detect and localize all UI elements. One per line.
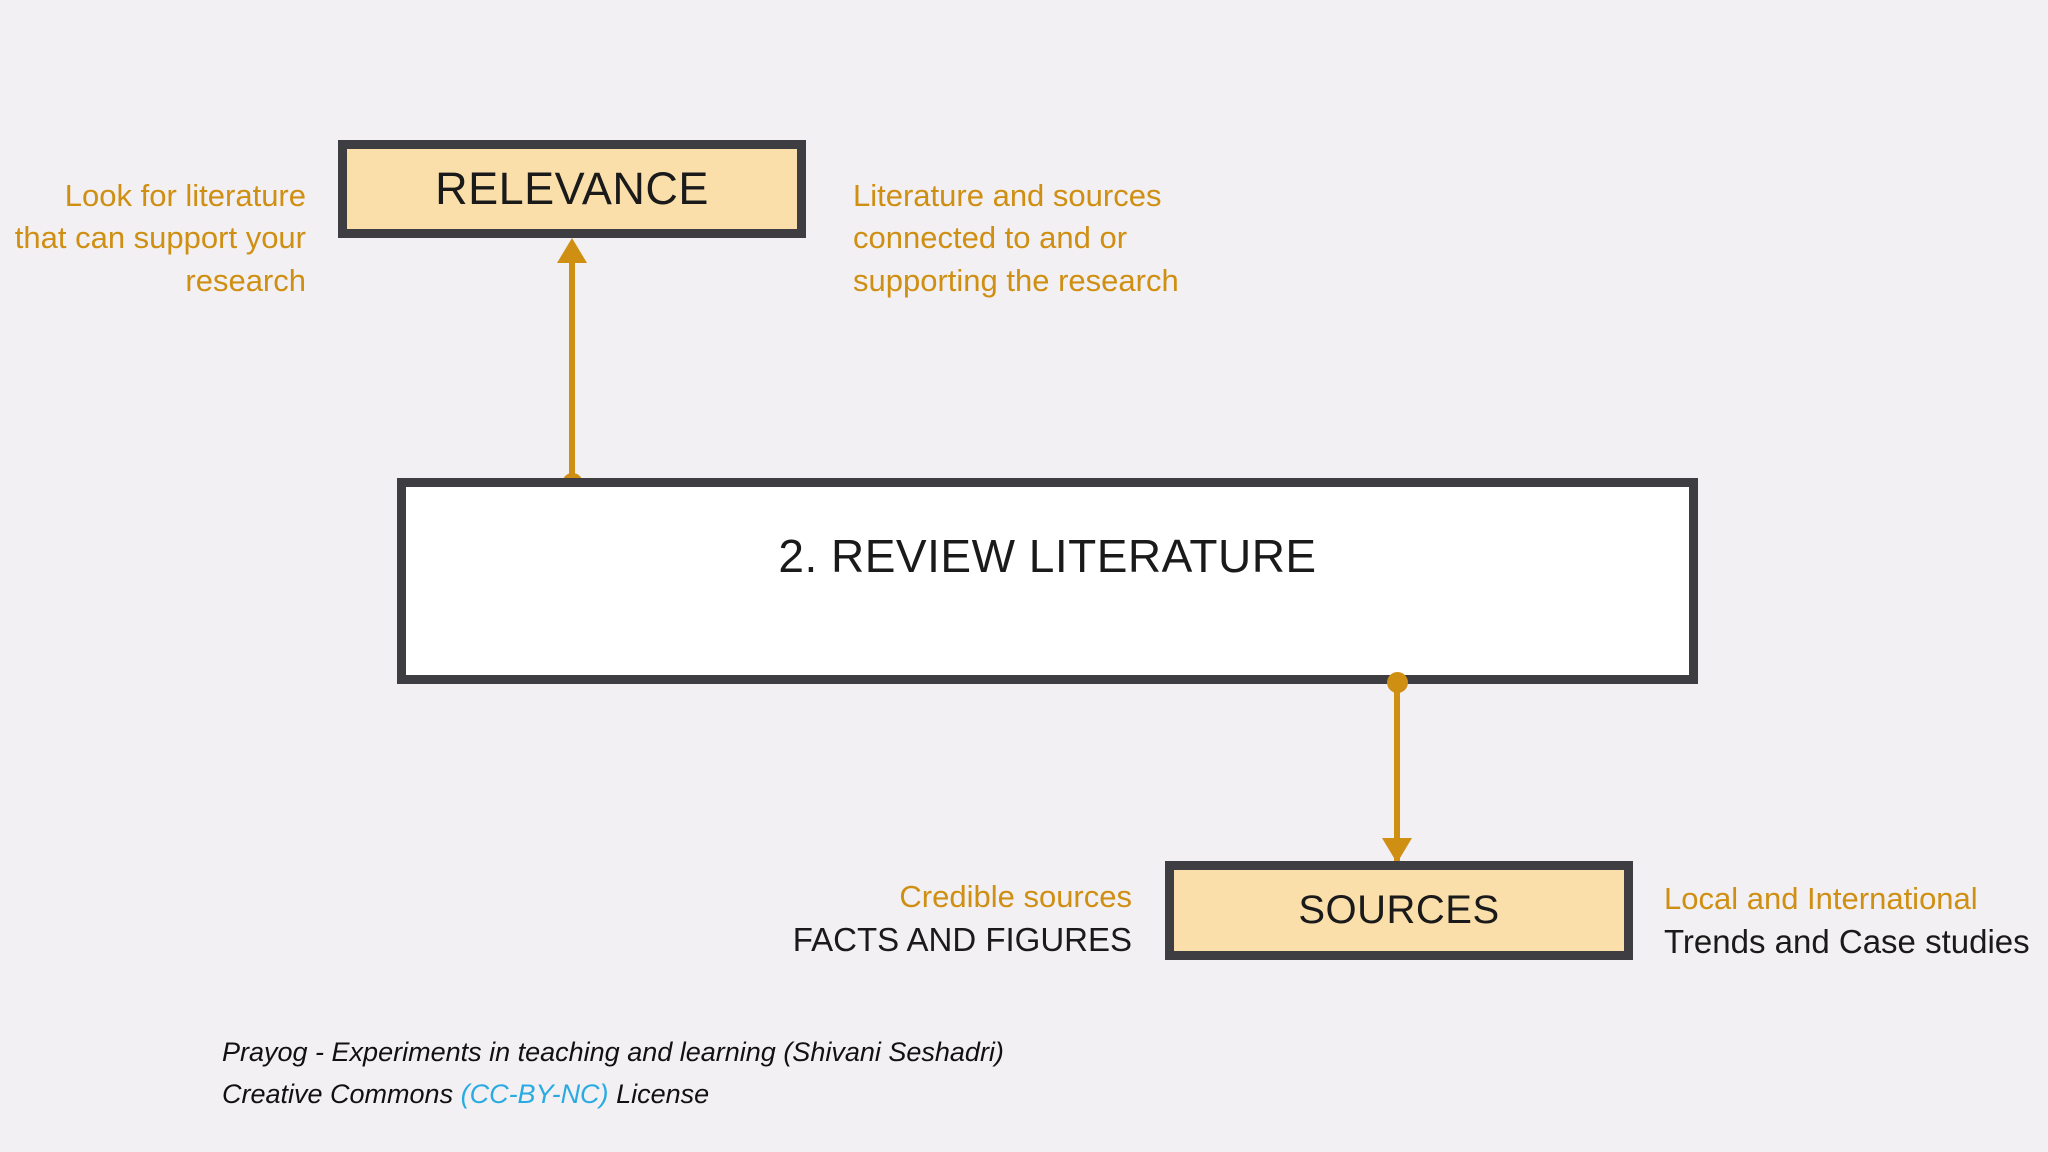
annotation-sources-left-line2: FACTS AND FIGURES xyxy=(792,920,1132,958)
node-sources-label: SOURCES xyxy=(1298,888,1500,932)
connector-line-sources xyxy=(1394,682,1400,864)
annotation-sources-left-line1: Credible sources xyxy=(899,879,1132,914)
annotation-sources-right-line1: Local and International xyxy=(1664,881,1978,916)
node-review-literature[interactable]: 2. REVIEW LITERATURE xyxy=(397,478,1698,684)
connector-arrowhead-sources-icon xyxy=(1382,838,1412,863)
node-review-literature-label: 2. REVIEW LITERATURE xyxy=(778,530,1317,582)
annotation-sources-left: Credible sources FACTS AND FIGURES xyxy=(680,876,1132,962)
annotation-relevance-right: Literature and sources connected to and … xyxy=(853,178,1179,298)
connector-dot-sources-icon xyxy=(1387,672,1408,693)
connector-line-relevance xyxy=(569,243,575,485)
footer-license-suffix: License xyxy=(608,1078,710,1109)
node-sources[interactable]: SOURCES xyxy=(1165,861,1633,960)
node-relevance-label: RELEVANCE xyxy=(435,163,709,214)
annotation-relevance-left: Look for literature that can support you… xyxy=(14,178,306,298)
footer-credits: Prayog - Experiments in teaching and lea… xyxy=(222,1032,1004,1116)
footer-line-license: Creative Commons (CC-BY-NC) License xyxy=(222,1074,1004,1116)
connector-arrowhead-relevance-icon xyxy=(557,238,587,263)
annotation-sources-right-line2: Trends and Case studies xyxy=(1664,922,2030,960)
footer-license-prefix: Creative Commons xyxy=(222,1078,461,1109)
footer-license-link[interactable]: (CC-BY-NC) xyxy=(460,1078,609,1109)
annotation-sources-right: Local and International Trends and Case … xyxy=(1664,878,2048,964)
node-relevance[interactable]: RELEVANCE xyxy=(338,140,806,238)
footer-line-attribution: Prayog - Experiments in teaching and lea… xyxy=(222,1037,1004,1067)
